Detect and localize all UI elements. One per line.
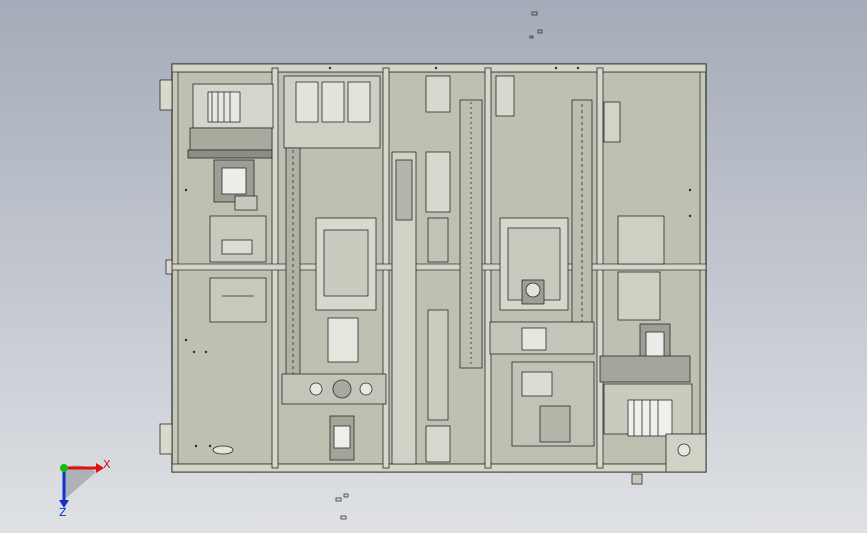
bay-1-plate	[209, 215, 267, 455]
bottom-rail	[171, 463, 707, 473]
bay-5-drive-unit[interactable]	[599, 101, 707, 485]
top-rail	[171, 63, 707, 73]
bay-1-drive-unit[interactable]	[187, 83, 274, 211]
triad-z-arrow	[59, 500, 69, 508]
triad-shadow	[64, 465, 96, 500]
coordinate-triad: X Z	[59, 458, 111, 519]
triad-x-arrow	[96, 463, 104, 473]
fastener-holes	[184, 66, 692, 448]
triad-z-label: Z	[59, 506, 67, 519]
mid-rail	[171, 263, 707, 271]
bay-4-vertical-axis[interactable]	[489, 75, 595, 447]
bay-3-linear-guides[interactable]	[391, 75, 483, 465]
stray-sketch-marks-bottom	[335, 493, 349, 520]
bay-2-vertical-axis[interactable]	[281, 75, 387, 461]
left-mount-brackets	[159, 79, 173, 455]
triad-x-label: X	[103, 458, 111, 471]
machine-assembly[interactable]	[159, 63, 707, 485]
triad-y-origin	[60, 464, 68, 472]
stray-sketch-marks-top	[529, 11, 543, 39]
